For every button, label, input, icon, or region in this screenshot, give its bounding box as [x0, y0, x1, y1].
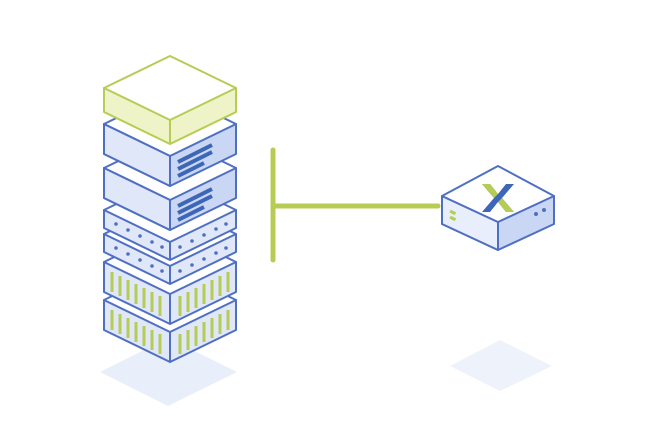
- server-layer-accent-top: [103, 55, 237, 145]
- appliance-box-icon: [441, 165, 555, 251]
- server-shadow: [100, 338, 237, 406]
- connector-line: [270, 147, 441, 263]
- server-stack-icon: [103, 55, 237, 363]
- appliance-front-ports: [449, 208, 546, 222]
- appliance-shadow: [450, 340, 552, 391]
- x-logo-icon: [482, 184, 514, 212]
